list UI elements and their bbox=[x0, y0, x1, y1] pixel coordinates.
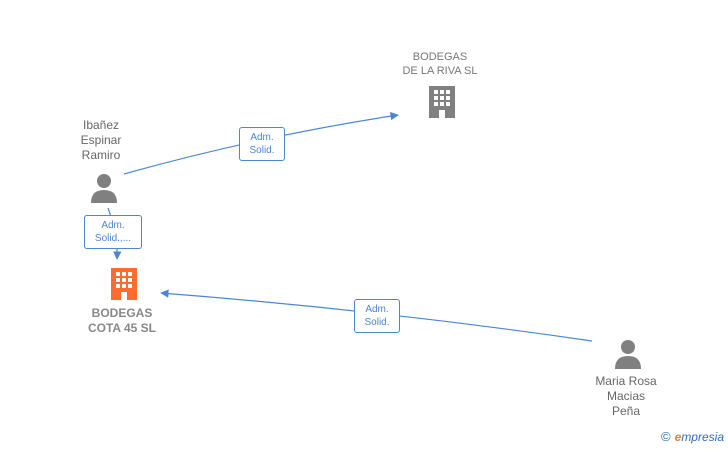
empresia-logo: ©empresia bbox=[661, 429, 724, 444]
brand-name: mpresia bbox=[681, 430, 724, 444]
person-label-maria[interactable]: Maria Rosa Macias Peña bbox=[595, 374, 657, 418]
edge-label-ibanez-cota[interactable]: Adm. Solid.,... bbox=[84, 215, 142, 249]
building-icon[interactable] bbox=[108, 266, 140, 302]
company-label-bodegas-riva[interactable]: BODEGAS DE LA RIVA SL bbox=[402, 51, 478, 77]
edge-label-maria-cota[interactable]: Adm. Solid. bbox=[354, 299, 400, 333]
building-icon[interactable] bbox=[426, 84, 458, 120]
person-label-ibanez[interactable]: Ibañez Espinar Ramiro bbox=[80, 118, 122, 162]
copyright-symbol: © bbox=[661, 429, 671, 444]
company-label-bodegas-cota[interactable]: BODEGAS COTA 45 SL bbox=[87, 306, 156, 335]
edge-label-ibanez-riva[interactable]: Adm. Solid. bbox=[239, 127, 285, 161]
person-icon[interactable] bbox=[613, 339, 643, 369]
brand-initial: e bbox=[674, 430, 682, 444]
person-icon[interactable] bbox=[89, 173, 119, 203]
